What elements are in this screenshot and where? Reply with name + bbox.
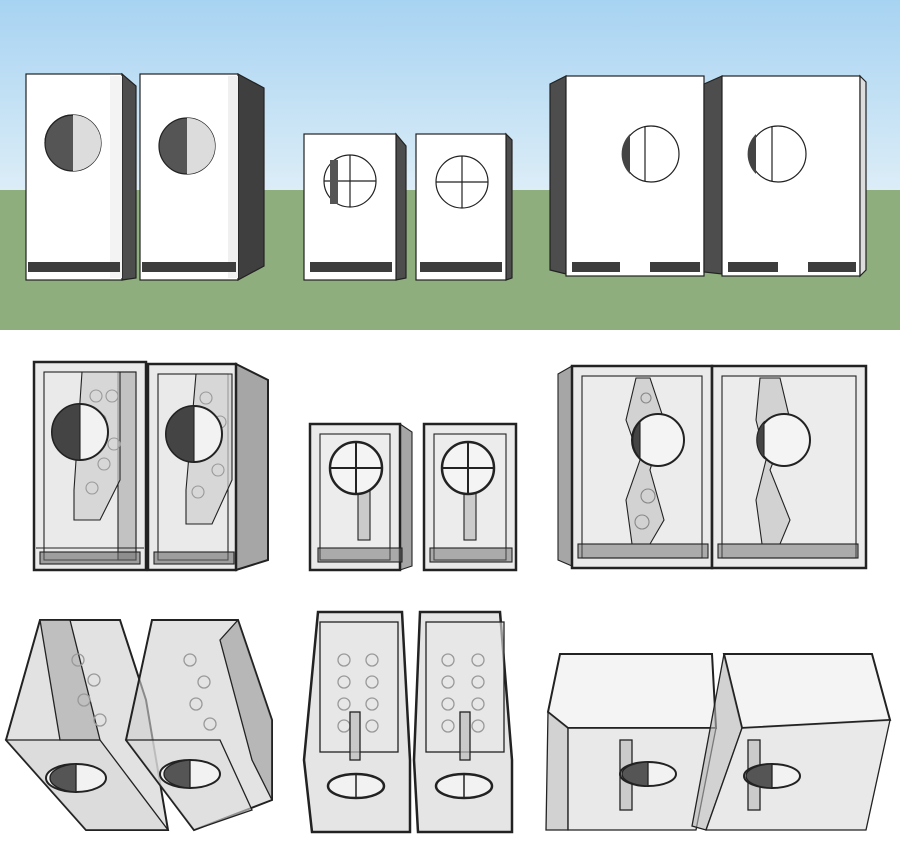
small-speaker-left-xray <box>308 422 413 572</box>
wide-speaker-right-perspective <box>691 653 892 831</box>
tall-speaker-left <box>25 72 137 281</box>
small-speaker-left-perspective <box>302 610 412 834</box>
port-hole <box>622 125 680 183</box>
top-panel <box>0 0 900 330</box>
tall-speaker-right-xray <box>146 362 269 572</box>
port-hole <box>757 413 811 467</box>
small-speaker-left <box>303 132 407 281</box>
wide-speaker-left-perspective <box>545 653 718 831</box>
tall-speaker-right <box>139 72 265 282</box>
bottom-panel <box>4 610 892 834</box>
port-hole <box>749 125 807 183</box>
wide-speaker-left <box>549 75 705 277</box>
wide-speaker-left-xray <box>557 364 714 570</box>
small-speaker-right-perspective <box>412 610 514 834</box>
small-speaker-right <box>415 132 513 281</box>
wide-speaker-right-xray <box>710 364 868 570</box>
middle-panel <box>32 360 868 572</box>
tall-speaker-right-perspective <box>124 618 273 832</box>
small-speaker-right-xray <box>422 422 518 572</box>
tall-speaker-left-perspective <box>4 619 170 831</box>
tall-speaker-left-xray <box>32 360 148 572</box>
port-hole <box>631 413 685 467</box>
wide-speaker-right <box>703 74 867 278</box>
